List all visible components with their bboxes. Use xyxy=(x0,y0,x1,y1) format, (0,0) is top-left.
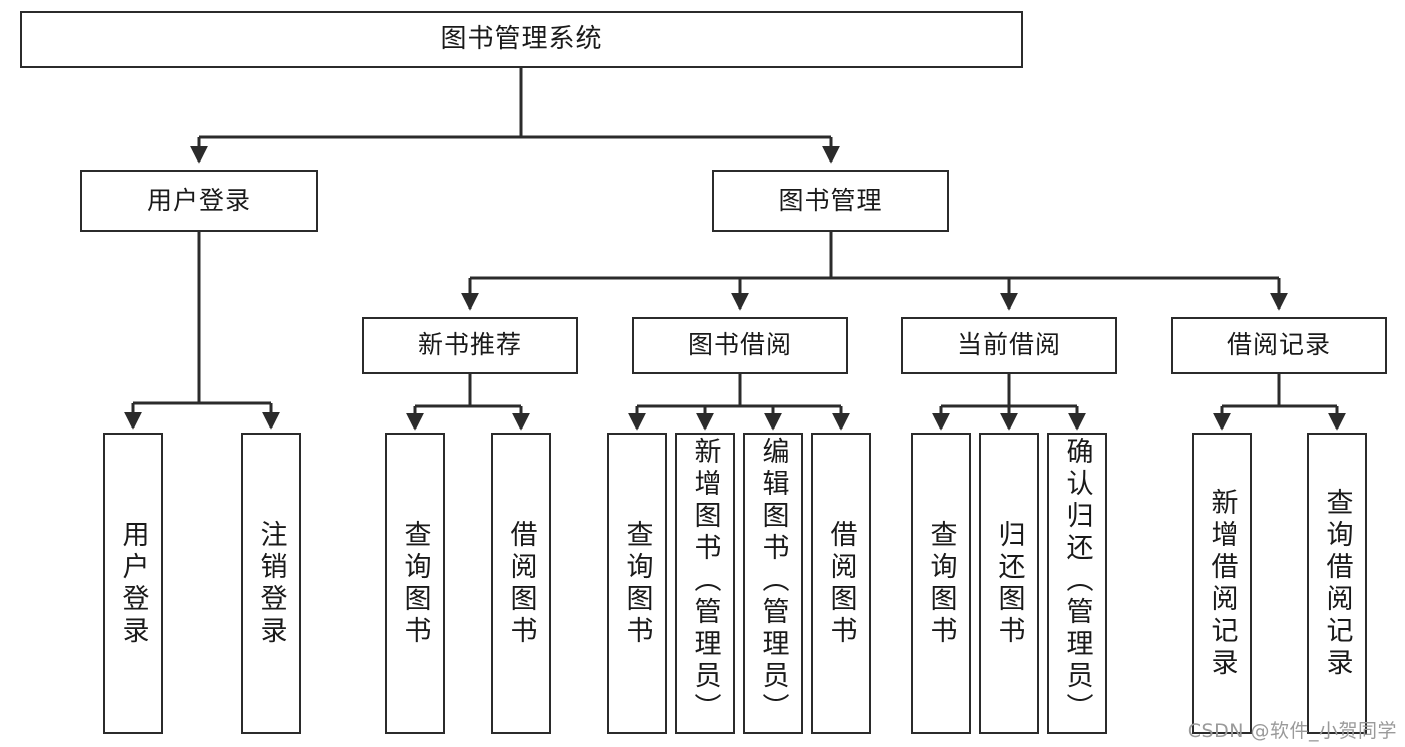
node-label: 查询图书 xyxy=(925,519,957,648)
node-root-system[interactable]: 图书管理系统 xyxy=(20,11,1023,68)
node-label: 归还图书 xyxy=(993,519,1025,648)
node-book-borrow[interactable]: 图书借阅 xyxy=(632,317,848,374)
node-label: 借阅记录 xyxy=(1226,330,1331,360)
leaf-user-login[interactable]: 用户登录 xyxy=(103,433,163,734)
leaf-newbook-borrow-book[interactable]: 借阅图书 xyxy=(491,433,551,734)
leaf-current-return-book[interactable]: 归还图书 xyxy=(979,433,1039,734)
node-label: 图书借阅 xyxy=(687,330,792,360)
node-label: 用户登录 xyxy=(146,185,251,215)
node-label: 注销登录 xyxy=(255,519,287,648)
node-label: 借阅图书 xyxy=(505,519,537,648)
node-label: 借阅图书 xyxy=(825,519,857,648)
node-book-management[interactable]: 图书管理 xyxy=(712,170,949,232)
node-label: 查询图书 xyxy=(399,519,431,648)
node-label: 当前借阅 xyxy=(956,330,1061,360)
node-label: 用户登录 xyxy=(117,519,149,648)
leaf-current-confirm-return-admin[interactable]: 确认归还（管理员） xyxy=(1047,433,1107,734)
node-label: 新增图书（管理员） xyxy=(689,437,721,725)
node-label: 图书管理系统 xyxy=(440,23,603,54)
node-label: 新增借阅记录 xyxy=(1206,487,1238,680)
leaf-records-add-record[interactable]: 新增借阅记录 xyxy=(1192,433,1252,734)
leaf-user-logout[interactable]: 注销登录 xyxy=(241,433,301,734)
leaf-newbook-query-book[interactable]: 查询图书 xyxy=(385,433,445,734)
node-borrow-records[interactable]: 借阅记录 xyxy=(1171,317,1387,374)
leaf-records-query-record[interactable]: 查询借阅记录 xyxy=(1307,433,1367,734)
node-new-book-recommend[interactable]: 新书推荐 xyxy=(362,317,578,374)
leaf-borrow-borrow-book[interactable]: 借阅图书 xyxy=(811,433,871,734)
leaf-current-query-book[interactable]: 查询图书 xyxy=(911,433,971,734)
node-label: 查询借阅记录 xyxy=(1321,487,1353,680)
leaf-borrow-query-book[interactable]: 查询图书 xyxy=(607,433,667,734)
node-user-login[interactable]: 用户登录 xyxy=(80,170,318,232)
node-label: 查询图书 xyxy=(621,519,653,648)
node-label: 确认归还（管理员） xyxy=(1061,437,1093,725)
leaf-borrow-add-book-admin[interactable]: 新增图书（管理员） xyxy=(675,433,735,734)
node-current-borrow[interactable]: 当前借阅 xyxy=(901,317,1117,374)
leaf-borrow-edit-book-admin[interactable]: 编辑图书（管理员） xyxy=(743,433,803,734)
csdn-watermark: CSDN @软件_小贺同学 xyxy=(1187,720,1397,742)
node-label: 图书管理 xyxy=(778,185,883,215)
node-label: 编辑图书（管理员） xyxy=(757,437,789,725)
node-label: 新书推荐 xyxy=(417,330,522,360)
